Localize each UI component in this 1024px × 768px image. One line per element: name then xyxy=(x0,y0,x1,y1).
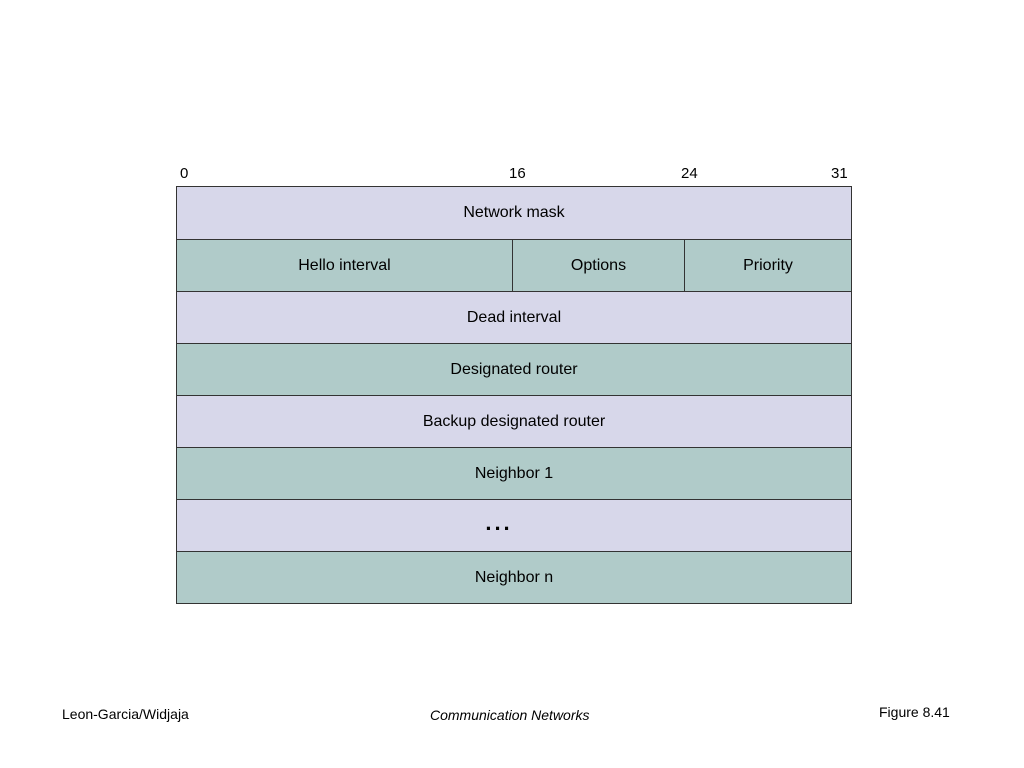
field-designated-router: Designated router xyxy=(450,360,578,378)
row-hello-options-priority: Hello interval Options Priority xyxy=(177,239,851,291)
field-neighbor-n: Neighbor n xyxy=(474,568,554,586)
row-ellipsis: ... xyxy=(177,499,851,551)
bit-label-24: 24 xyxy=(681,165,698,182)
field-priority: Priority xyxy=(743,256,793,274)
field-hello-interval: Hello interval xyxy=(177,240,513,291)
bit-label-31: 31 xyxy=(831,165,848,182)
bit-label-16: 16 xyxy=(509,165,526,182)
footer-authors: Leon-Garcia/Widjaja xyxy=(62,706,189,722)
footer-book-title: Communication Networks xyxy=(430,707,590,723)
row-network-mask: Network mask xyxy=(177,187,851,239)
field-dead-interval: Dead interval xyxy=(466,308,562,326)
ospf-hello-packet-format: Network mask Hello interval Options Prio… xyxy=(176,186,852,604)
row-backup-designated-router: Backup designated router xyxy=(177,395,851,447)
field-backup-designated-router: Backup designated router xyxy=(422,412,606,430)
row-designated-router: Designated router xyxy=(177,343,851,395)
field-network-mask: Network mask xyxy=(463,204,565,221)
row-neighbor-1: Neighbor 1 xyxy=(177,447,851,499)
footer-figure-number: Figure 8.41 xyxy=(879,704,950,720)
bit-label-0: 0 xyxy=(180,165,189,182)
field-ellipsis: ... xyxy=(177,500,851,551)
field-options: Options xyxy=(513,240,685,291)
ellipsis-text: ... xyxy=(485,509,513,535)
row-dead-interval: Dead interval xyxy=(177,291,851,343)
field-neighbor-1: Neighbor 1 xyxy=(474,464,554,482)
row-neighbor-n: Neighbor n xyxy=(177,551,851,603)
